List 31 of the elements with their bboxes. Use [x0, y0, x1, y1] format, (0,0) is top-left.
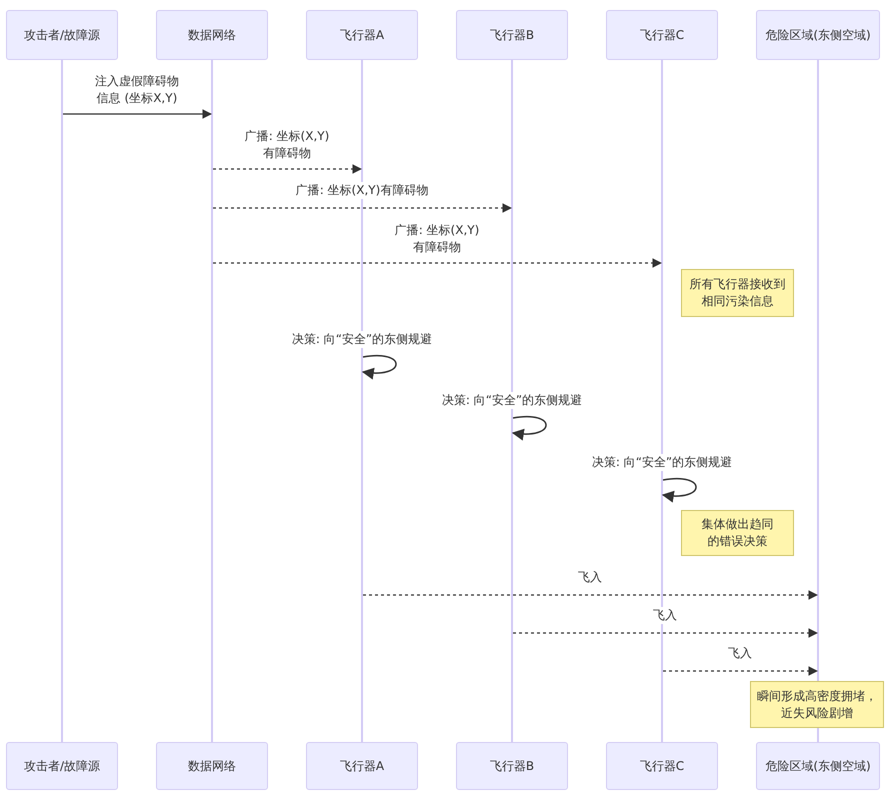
participant-box: 攻击者/故障源 [6, 10, 118, 60]
participant-box: 飞行器A [306, 742, 418, 790]
self-message-arrow [512, 416, 547, 440]
lifeline [211, 60, 213, 742]
message-arrow [363, 590, 818, 600]
participant-box: 飞行器A [306, 10, 418, 60]
lifeline [361, 60, 363, 742]
message-arrow [213, 164, 362, 174]
participant-box: 飞行器B [456, 10, 568, 60]
note-box: 所有飞行器接收到相同污染信息 [681, 269, 794, 317]
participant-box: 危险区域(东侧空域) [756, 742, 880, 790]
message-arrow [513, 628, 818, 638]
message-arrow [63, 109, 212, 119]
participant-box: 飞行器B [456, 742, 568, 790]
participant-box: 飞行器C [606, 742, 718, 790]
note-box: 瞬间形成高密度拥堵，近失风险剧增 [750, 681, 884, 728]
message-arrow [663, 666, 818, 676]
lifeline [61, 60, 63, 742]
participant-box: 数据网络 [156, 742, 268, 790]
message-arrow [213, 258, 662, 268]
lifeline [661, 60, 663, 742]
self-message-arrow [362, 355, 397, 380]
lifeline [511, 60, 513, 742]
message-arrow [213, 203, 512, 213]
participant-box: 飞行器C [606, 10, 718, 60]
self-message-arrow [662, 478, 697, 502]
participant-box: 攻击者/故障源 [6, 742, 118, 790]
participant-box: 数据网络 [156, 10, 268, 60]
lifeline [817, 60, 819, 742]
note-box: 集体做出趋同的错误决策 [681, 510, 794, 556]
participant-box: 危险区域(东侧空域) [756, 10, 880, 60]
